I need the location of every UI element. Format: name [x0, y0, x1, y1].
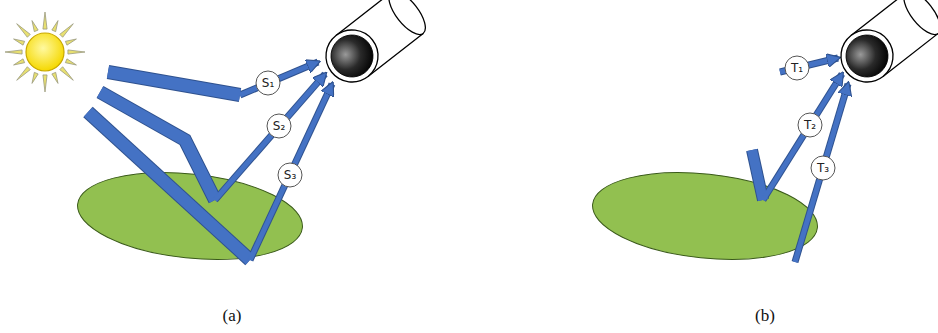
- callout-label: S₃: [277, 162, 303, 188]
- sun-ray: [68, 50, 85, 54]
- path-label-circle: S₂: [266, 113, 292, 139]
- sun-ray: [17, 24, 31, 38]
- sun-ray: [43, 12, 47, 29]
- sun-disc: [26, 33, 64, 71]
- ground-ellipse: [73, 162, 822, 269]
- sun-ray: [32, 72, 38, 83]
- light-path: [240, 62, 318, 95]
- light-path: [108, 72, 240, 95]
- sun-ray: [32, 21, 38, 32]
- camera: [316, 0, 432, 92]
- sun-ray: [17, 67, 31, 81]
- callout-label: S₁: [255, 70, 281, 96]
- callout-label: S₂: [266, 113, 292, 139]
- path-label-circle: T₃: [810, 155, 836, 181]
- light-path: [250, 84, 332, 260]
- sun-ray: [14, 39, 25, 45]
- sun-ray: [60, 24, 74, 38]
- light-path-outline: [752, 150, 763, 200]
- sun-symbol: [5, 12, 85, 92]
- sun-ray: [43, 75, 47, 92]
- sun-ray: [14, 59, 25, 65]
- light-paths: [88, 58, 848, 262]
- panel-caption: (b): [755, 306, 775, 326]
- sun-ray: [65, 39, 76, 45]
- sun-ray: [52, 72, 58, 83]
- callout-label: T₂: [797, 112, 823, 138]
- light-path: [795, 84, 848, 262]
- sun-ray: [5, 50, 22, 54]
- camera: [831, 0, 938, 92]
- light-path-outline: [108, 72, 240, 95]
- light-path: [88, 112, 250, 260]
- sun-ray: [65, 59, 76, 65]
- callout-label: T₃: [810, 155, 836, 181]
- sun-ray: [60, 67, 74, 81]
- camera-lens: [323, 27, 382, 86]
- camera-symbol: [316, 0, 938, 92]
- path-label-circle: T₂: [797, 112, 823, 138]
- callout-label: T₁: [784, 55, 810, 81]
- light-path-outline: [240, 62, 318, 95]
- light-path: [752, 150, 763, 200]
- sun-ray: [52, 21, 58, 32]
- panel-caption: (a): [223, 306, 242, 326]
- path-label-circle: S₃: [277, 162, 303, 188]
- camera-lens: [838, 27, 897, 86]
- path-label-circle: S₁: [255, 70, 281, 96]
- path-label-circle: T₁: [784, 55, 810, 81]
